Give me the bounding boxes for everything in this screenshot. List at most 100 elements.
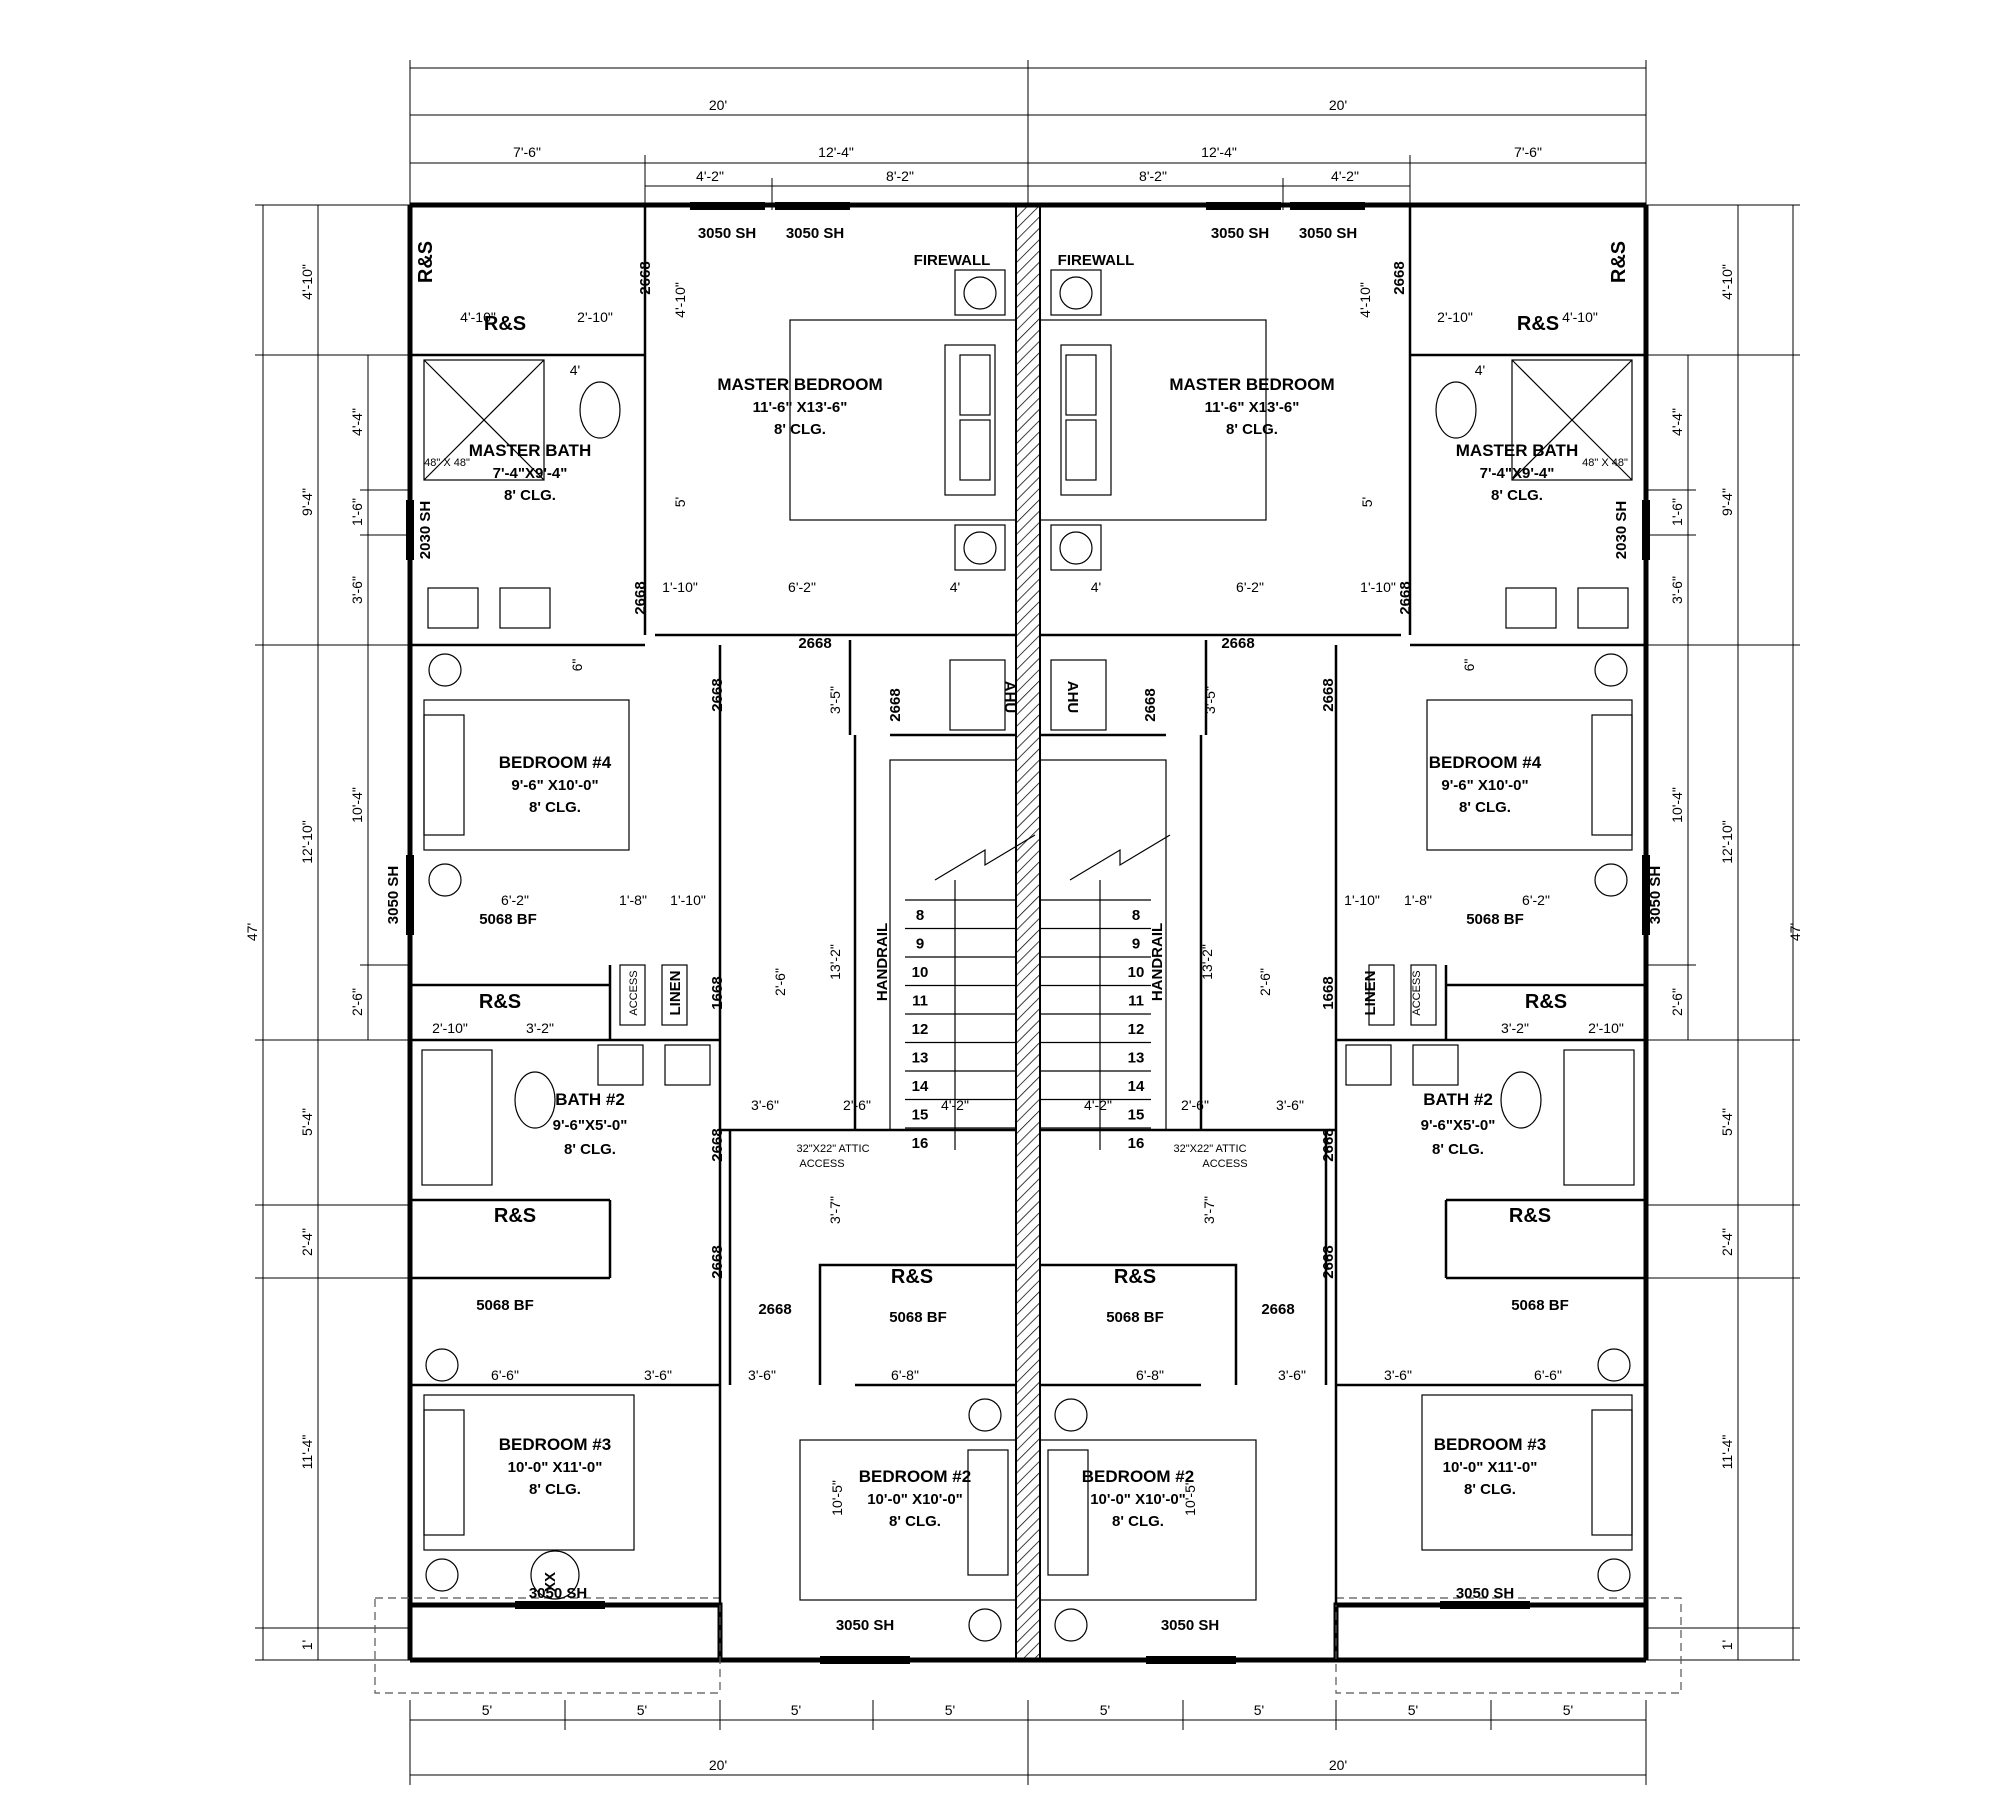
door-master-bath-left: 2668 bbox=[632, 581, 649, 614]
dim-3-6-left: 3'-6" bbox=[349, 576, 365, 604]
dim-1-6-left: 1'-6" bbox=[349, 498, 365, 526]
dim-3-6-bed3-left: 3'-6" bbox=[644, 1367, 672, 1383]
dim-5-right: 5' bbox=[1359, 497, 1375, 507]
stair-number-right-15: 15 bbox=[1128, 1107, 1145, 1124]
dim-5-4-right: 5'-4" bbox=[1719, 1108, 1735, 1136]
dim-1-6-right: 1'-6" bbox=[1669, 498, 1685, 526]
window-3050-top-left-a: 3050 SH bbox=[698, 225, 756, 242]
tub-right bbox=[1563, 1049, 1635, 1186]
room-name-bedroom4-left: BEDROOM #4 bbox=[499, 753, 612, 772]
rs-master-closet-right: R&S bbox=[1608, 241, 1630, 283]
dim-2-6-right: 2'-6" bbox=[1669, 988, 1685, 1016]
room-size-bedroom4-right: 9'-6" X10'-0" bbox=[1441, 777, 1528, 794]
partitions-left bbox=[410, 205, 1017, 1605]
dim-10-5-right: 10'-5" bbox=[1182, 1480, 1198, 1516]
bifold-bed3-right: 5068 BF bbox=[1511, 1297, 1569, 1314]
dim-4-4-right: 4'-4" bbox=[1669, 408, 1685, 436]
dim-10-4-right: 10'-4" bbox=[1669, 787, 1685, 823]
stair-number-left-13: 13 bbox=[912, 1050, 929, 1067]
room-clg-master-bedroom-right: 8' CLG. bbox=[1226, 421, 1278, 438]
rs-bed3-closet-left: R&S bbox=[494, 1205, 536, 1227]
dim-12-4-right: 12'-4" bbox=[1201, 144, 1237, 160]
dim-1-8-right: 1'-8" bbox=[1404, 892, 1432, 908]
room-clg-bedroom3-left: 8' CLG. bbox=[529, 1481, 581, 1498]
dim-bottom-5-g: 5' bbox=[1408, 1702, 1418, 1718]
labels-left: MASTER BEDROOM 11'-6" X13'-6" 8' CLG. MA… bbox=[385, 225, 1018, 1634]
room-name-master-bedroom-right: MASTER BEDROOM bbox=[1169, 375, 1334, 394]
dim-6-8-left: 6'-8" bbox=[891, 1367, 919, 1383]
fixtures-left bbox=[421, 269, 1017, 1642]
attic-left: 32"X22" ATTIC bbox=[796, 1143, 869, 1155]
firewall-label-left: FIREWALL bbox=[914, 252, 991, 269]
dim-6-8-right: 6'-8" bbox=[1136, 1367, 1164, 1383]
stair-number-right-9: 9 bbox=[1132, 936, 1140, 953]
dim-6-2-bed4-left: 6'-2" bbox=[501, 892, 529, 908]
room-name-bedroom3-right: BEDROOM #3 bbox=[1434, 1435, 1546, 1454]
firewall-label-right: FIREWALL bbox=[1058, 252, 1135, 269]
dim-10-5-left: 10'-5" bbox=[829, 1480, 845, 1516]
rs-hall-closet-right: R&S bbox=[1114, 1266, 1156, 1288]
door-master-bedroom-right: 2668 bbox=[1221, 635, 1254, 652]
dim-bottom-5-h: 5' bbox=[1563, 1702, 1573, 1718]
dim-10-4-left: 10'-4" bbox=[349, 787, 365, 823]
stair-number-right-8: 8 bbox=[1132, 907, 1140, 924]
fixtures-right bbox=[1039, 269, 1635, 1642]
firewall: FIREWALL FIREWALL bbox=[914, 204, 1135, 1661]
room-clg-master-bath-left: 8' CLG. bbox=[504, 487, 556, 504]
dim-3-2-bath2-right: 3'-2" bbox=[1501, 1020, 1529, 1036]
dim-3-2-bath2-left: 3'-2" bbox=[526, 1020, 554, 1036]
toilet-master-right bbox=[1435, 381, 1477, 439]
door-1668-right: 1668 bbox=[1320, 976, 1337, 1009]
room-name-bath2-right: BATH #2 bbox=[1423, 1090, 1493, 1109]
dim-4-2-right: 4'-2" bbox=[1331, 168, 1359, 184]
stair-number-left-11: 11 bbox=[912, 993, 928, 1010]
dim-3-6-bed3-right: 3'-6" bbox=[1384, 1367, 1412, 1383]
toilet-bath2-right bbox=[1500, 1071, 1542, 1129]
room-name-bath2-left: BATH #2 bbox=[555, 1090, 625, 1109]
door-bed3-left: 2668 bbox=[709, 1245, 726, 1278]
dim-3-6-bed2-right: 3'-6" bbox=[1278, 1367, 1306, 1383]
dim-2-6-left: 2'-6" bbox=[349, 988, 365, 1016]
dim-2-6-hall-left: 2'-6" bbox=[843, 1097, 871, 1113]
linen-label-right: LINEN bbox=[1362, 971, 1379, 1016]
dim-1-8-left: 1'-8" bbox=[619, 892, 647, 908]
dim-4-2-hall-right: 4'-2" bbox=[1084, 1097, 1112, 1113]
dim-9-4-left: 9'-4" bbox=[299, 488, 315, 516]
dim-12-4-left: 12'-4" bbox=[818, 144, 854, 160]
room-name-bedroom2-right: BEDROOM #2 bbox=[1082, 1467, 1194, 1486]
room-size-master-bedroom-right: 11'-6" X13'-6" bbox=[1205, 399, 1300, 416]
sink-bath2-left-2 bbox=[664, 1044, 711, 1086]
dim-1-10-right: 1'-10" bbox=[1344, 892, 1380, 908]
dim-1-10-master-right: 1'-10" bbox=[1360, 579, 1396, 595]
room-name-master-bath-left: MASTER BATH bbox=[469, 441, 591, 460]
dim-2-10-closet-left: 2'-10" bbox=[577, 309, 613, 325]
dim-1-left: 1' bbox=[299, 1640, 315, 1650]
shower-right bbox=[1511, 359, 1633, 481]
window-3050-bedroom3-left: 3050 SH bbox=[529, 1585, 587, 1602]
stair-number-left-14: 14 bbox=[912, 1078, 929, 1095]
stair-number-right-16: 16 bbox=[1128, 1135, 1145, 1152]
dim-47-left: 47' bbox=[244, 923, 260, 941]
ahu-left bbox=[949, 659, 1006, 731]
door-master-bath-right: 2668 bbox=[1397, 581, 1414, 614]
bifold-bed4-left: 5068 BF bbox=[479, 911, 537, 928]
dim-12-10-left: 12'-10" bbox=[299, 820, 315, 863]
dim-12-10-right: 12'-10" bbox=[1719, 820, 1735, 863]
ahu-label-left: AHU bbox=[1001, 681, 1018, 714]
sink-left-2 bbox=[499, 587, 551, 629]
room-clg-bath2-right: 8' CLG. bbox=[1432, 1141, 1484, 1158]
room-size-master-bath-left: 7'-4"X9'-4" bbox=[493, 465, 568, 482]
sink-right-1 bbox=[1505, 587, 1557, 629]
dim-bottom-5-a: 5' bbox=[482, 1702, 492, 1718]
window-3050-bedroom3-right: 3050 SH bbox=[1456, 1585, 1514, 1602]
dim-1-10-left: 1'-10" bbox=[670, 892, 706, 908]
dim-13-2-right: 13'-2" bbox=[1199, 944, 1215, 980]
dim-bottom-5-b: 5' bbox=[637, 1702, 647, 1718]
room-clg-bedroom3-right: 8' CLG. bbox=[1464, 1481, 1516, 1498]
attic-right: 32"X22" ATTIC bbox=[1173, 1143, 1246, 1155]
dim-3-7-left: 3'-7" bbox=[827, 1196, 843, 1224]
room-name-master-bedroom-left: MASTER BEDROOM bbox=[717, 375, 882, 394]
room-clg-bedroom4-left: 8' CLG. bbox=[529, 799, 581, 816]
dim-4-10-closet-left: 4'-10" bbox=[460, 309, 496, 325]
bed-2-left bbox=[799, 1439, 1017, 1601]
